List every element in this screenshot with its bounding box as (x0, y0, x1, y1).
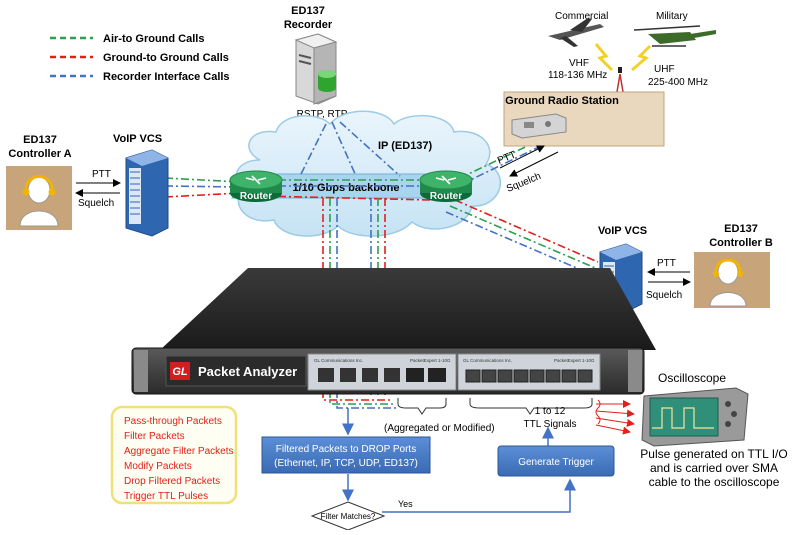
server-icon (294, 33, 338, 105)
oscilloscope-caption-line3: cable to the oscilloscope (649, 475, 780, 489)
recorder-title-line1: ED137 (291, 5, 325, 17)
filter-decision: Filter Matches? Yes (310, 499, 413, 531)
controller-b-line2: Controller B (709, 237, 773, 249)
oscilloscope-caption-line2: and is carried over SMA (650, 461, 778, 475)
oscilloscope-title: Oscilloscope (658, 371, 726, 385)
controller-b: ED137 Controller B (694, 223, 773, 308)
feature-item: Trigger TTL Pulses (124, 491, 208, 502)
generate-trigger-box: Generate Trigger (497, 445, 615, 477)
gl-logo (170, 362, 190, 380)
ground-radio-label: Ground Radio Station (505, 95, 619, 107)
commercial-label: Commercial (555, 11, 608, 22)
helicopter-icon (633, 25, 716, 47)
feature-item: Drop Filtered Packets (124, 476, 220, 487)
ptt-label-a: PTT (92, 169, 111, 180)
feature-item: Pass-through Packets (124, 416, 222, 427)
aggregated-label: (Aggregated or Modified) (384, 423, 495, 434)
cloud-title: IP (ED137) (378, 140, 433, 152)
ethernet-ports (318, 368, 446, 382)
router-right-label: Router (430, 191, 462, 202)
controller-a-line1: ED137 (23, 134, 57, 146)
vhf-label: VHF (569, 58, 589, 69)
ttl-label-line1: 1 to 12 (535, 406, 566, 417)
card1-model: PacketExpert 1-10G (410, 358, 451, 363)
radio-unit-icon (511, 113, 567, 139)
oscilloscope: Oscilloscope Pulse generated on TTL I/O … (640, 371, 787, 489)
ttl-label-line2: TTL Signals (524, 419, 577, 430)
card2-brand: GL Communications Inc. (463, 358, 512, 363)
squelch-label-b: Squelch (646, 290, 682, 301)
ptt-label-b: PTT (657, 258, 676, 269)
legend: Air-to Ground Calls Ground-to Ground Cal… (50, 33, 230, 83)
aggregated-annotation: (Aggregated or Modified) 1 to 12 TTL Sig… (384, 398, 593, 434)
vcs-server-icon (125, 149, 169, 237)
filtered-packets-box: Filtered Packets to DROP Ports (Ethernet… (261, 436, 431, 474)
router-right: Router (419, 170, 473, 202)
controller-a-signals: PTT Squelch (75, 169, 121, 209)
vcs-b-label: VoIP VCS (598, 225, 647, 237)
card1-brand: GL Communications Inc. (314, 358, 363, 363)
voip-vcs-a: VoIP VCS (113, 133, 169, 237)
legend-label-recorder: Recorder Interface Calls (103, 71, 230, 83)
aircraft-group: Commercial Military VHF 118-136 MHz UHF … (548, 11, 716, 138)
recorder-protocol-label: RSTP, RTP (297, 109, 348, 120)
filtered-line1: Filtered Packets to DROP Ports (276, 444, 416, 455)
sma-ports (465, 369, 593, 383)
gl-logo-text: GL (172, 366, 188, 378)
backbone-label: 1/10 Gbps backbone (293, 182, 400, 194)
features-box: Pass-through Packets Filter Packets Aggr… (110, 405, 238, 505)
operator-headset-icon (19, 175, 59, 227)
recorder-title-line2: Recorder (284, 19, 333, 31)
feature-item: Modify Packets (124, 461, 192, 472)
controller-a-line2: Controller A (8, 148, 71, 160)
squelch-label-a: Squelch (78, 198, 114, 209)
squelch-label-radio: Squelch (505, 171, 543, 195)
feature-item: Filter Packets (124, 431, 185, 442)
operator-headset-icon (709, 258, 747, 307)
decision-label: Filter Matches? (321, 512, 376, 521)
vhf-range-label: 118-136 MHz (548, 70, 607, 81)
yes-label: Yes (398, 499, 413, 509)
radio-waves (594, 43, 652, 72)
controller-b-signals: PTT Squelch (646, 258, 691, 301)
packet-analyzer-appliance: GL Packet Analyzer GL Communications Inc… (131, 268, 656, 395)
military-label: Military (656, 11, 688, 22)
filtered-line2: (Ethernet, IP, TCP, UDP, ED137) (274, 458, 418, 469)
router-left-label: Router (240, 191, 272, 202)
flow-arrows (342, 408, 576, 513)
uhf-label: UHF (654, 64, 675, 75)
oscilloscope-icon (641, 387, 749, 447)
card2-model: PacketExpert 1-10G (554, 358, 595, 363)
uhf-range-label: 225-400 MHz (648, 77, 708, 88)
ground-radio-station: Ground Radio Station (503, 91, 665, 147)
oscilloscope-caption-line1: Pulse generated on TTL I/O (640, 447, 787, 461)
legend-label-air-ground: Air-to Ground Calls (103, 33, 204, 45)
analyzer-title: Packet Analyzer (198, 364, 297, 379)
router-left: Router (229, 170, 283, 202)
airplane-icon (548, 18, 604, 47)
controller-a: ED137 Controller A (6, 134, 72, 230)
recorder: ED137 Recorder RSTP, RTP (284, 5, 348, 120)
legend-label-ground-ground: Ground-to Ground Calls (103, 52, 229, 64)
ttl-pulse-arrows (595, 399, 635, 435)
vcs-a-label: VoIP VCS (113, 133, 162, 145)
feature-item: Aggregate Filter Packets (124, 446, 234, 457)
trigger-label: Generate Trigger (518, 457, 594, 468)
controller-b-line1: ED137 (724, 223, 758, 235)
